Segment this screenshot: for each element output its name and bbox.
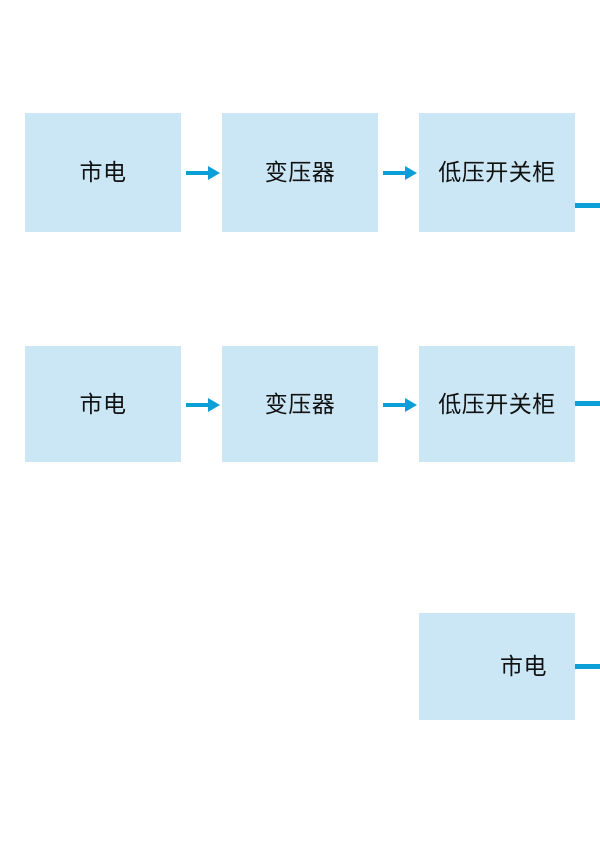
node-label: 变压器 xyxy=(264,390,336,417)
connector-line xyxy=(575,401,600,406)
arrow-right-icon xyxy=(186,164,220,182)
node-label: 低压开关柜 xyxy=(438,159,556,185)
node-label: 市电 xyxy=(500,653,547,679)
node-row3-utility-power[interactable]: 市电 xyxy=(419,613,575,720)
node-row1-utility-power[interactable]: 市电 xyxy=(25,113,181,232)
node-row2-transformer[interactable]: 变压器 xyxy=(222,346,378,462)
node-label: 市电 xyxy=(79,390,127,417)
arrow-right-icon xyxy=(186,396,220,414)
node-label: 变压器 xyxy=(264,159,336,185)
arrow-right-icon xyxy=(383,164,417,182)
node-row2-lv-switchgear[interactable]: 低压开关柜 xyxy=(419,346,575,462)
node-row2-utility-power[interactable]: 市电 xyxy=(25,346,181,462)
arrow-right-icon xyxy=(383,396,417,414)
connector-line xyxy=(575,664,600,669)
node-row1-transformer[interactable]: 变压器 xyxy=(222,113,378,232)
connector-line xyxy=(575,203,600,208)
node-label: 市电 xyxy=(79,159,127,185)
node-row1-lv-switchgear[interactable]: 低压开关柜 xyxy=(419,113,575,232)
node-label: 低压开关柜 xyxy=(438,390,556,417)
